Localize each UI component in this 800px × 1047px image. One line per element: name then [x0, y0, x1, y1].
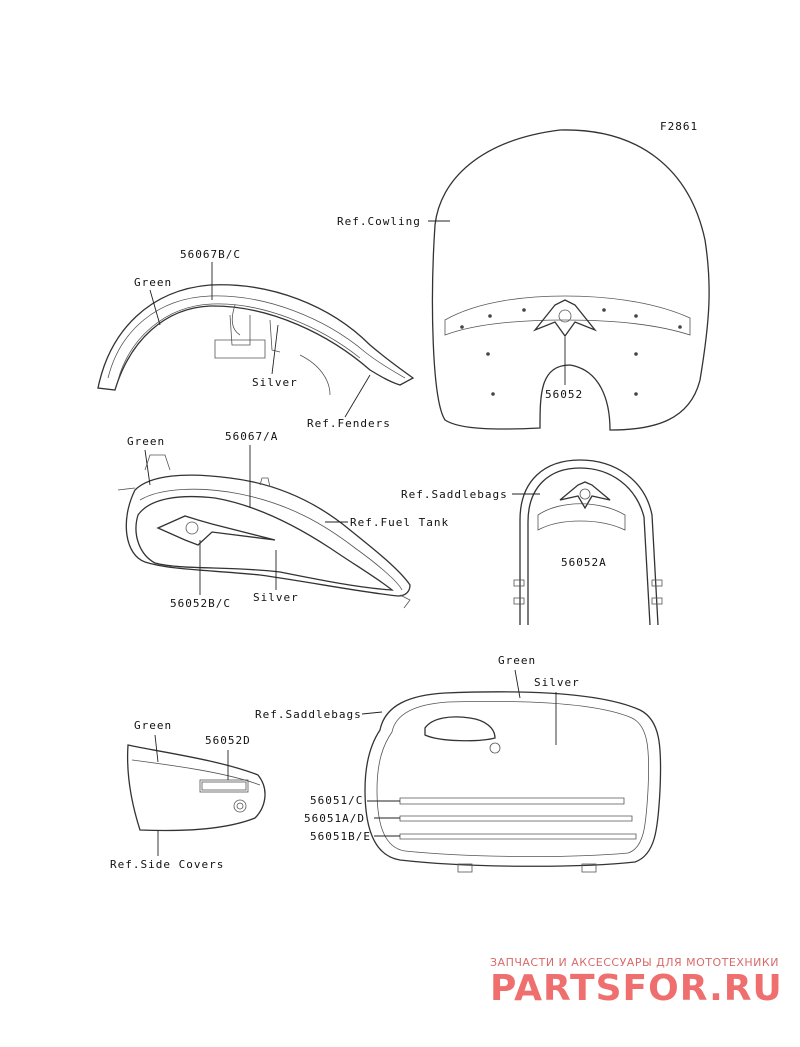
label-56067-a: 56067/A: [225, 430, 278, 443]
watermark-tagline: ЗАПЧАСТИ И АКСЕССУАРЫ ДЛЯ МОТОТЕХНИКИ: [490, 956, 779, 969]
label-ref-fenders: Ref.Fenders: [307, 417, 391, 430]
label-silver-bag: Silver: [534, 676, 580, 689]
leader-green-tank: [144, 449, 151, 486]
backrest-drawing: [513, 459, 663, 626]
side-cover-drawing: [126, 744, 266, 832]
label-56051b-e: 56051B/E: [310, 830, 371, 843]
label-56052b-c: 56052B/C: [170, 597, 231, 610]
label-ref-saddlebags-top: Ref.Saddlebags: [401, 488, 508, 501]
label-green-bag: Green: [498, 654, 536, 667]
label-green-tank: Green: [127, 435, 165, 448]
fuel-tank-drawing: [117, 454, 411, 609]
figure-code: F2861: [660, 120, 698, 133]
label-56051-c: 56051/C: [310, 794, 363, 807]
watermark-brand: PARTSFOR.RU: [490, 968, 783, 1009]
label-ref-side-covers: Ref.Side Covers: [110, 858, 224, 871]
label-ref-cowling: Ref.Cowling: [337, 215, 421, 228]
label-56052: 56052: [545, 388, 583, 401]
label-silver-tank: Silver: [253, 591, 299, 604]
label-green-fender: Green: [134, 276, 172, 289]
leader-silver-fender: [271, 324, 279, 375]
windshield-drawing: [431, 129, 710, 431]
label-ref-fuel-tank: Ref.Fuel Tank: [350, 516, 449, 529]
label-56067b-c: 56067B/C: [180, 248, 241, 261]
label-56052d: 56052D: [205, 734, 251, 747]
label-56052a: 56052A: [561, 556, 607, 569]
leader-ref-fenders: [344, 374, 371, 418]
leader-green-fender: [149, 289, 161, 326]
label-ref-saddlebags-bottom: Ref.Saddlebags: [255, 708, 362, 721]
leader-green-bag: [514, 669, 521, 699]
leader-ref-saddlebags-bottom: [361, 711, 383, 715]
label-green-side: Green: [134, 719, 172, 732]
front-fender-drawing: [97, 284, 415, 396]
label-56051a-d: 56051A/D: [304, 812, 365, 825]
saddlebag-drawing: [364, 691, 662, 873]
leader-green-side: [154, 734, 159, 763]
label-silver-fender: Silver: [252, 376, 298, 389]
